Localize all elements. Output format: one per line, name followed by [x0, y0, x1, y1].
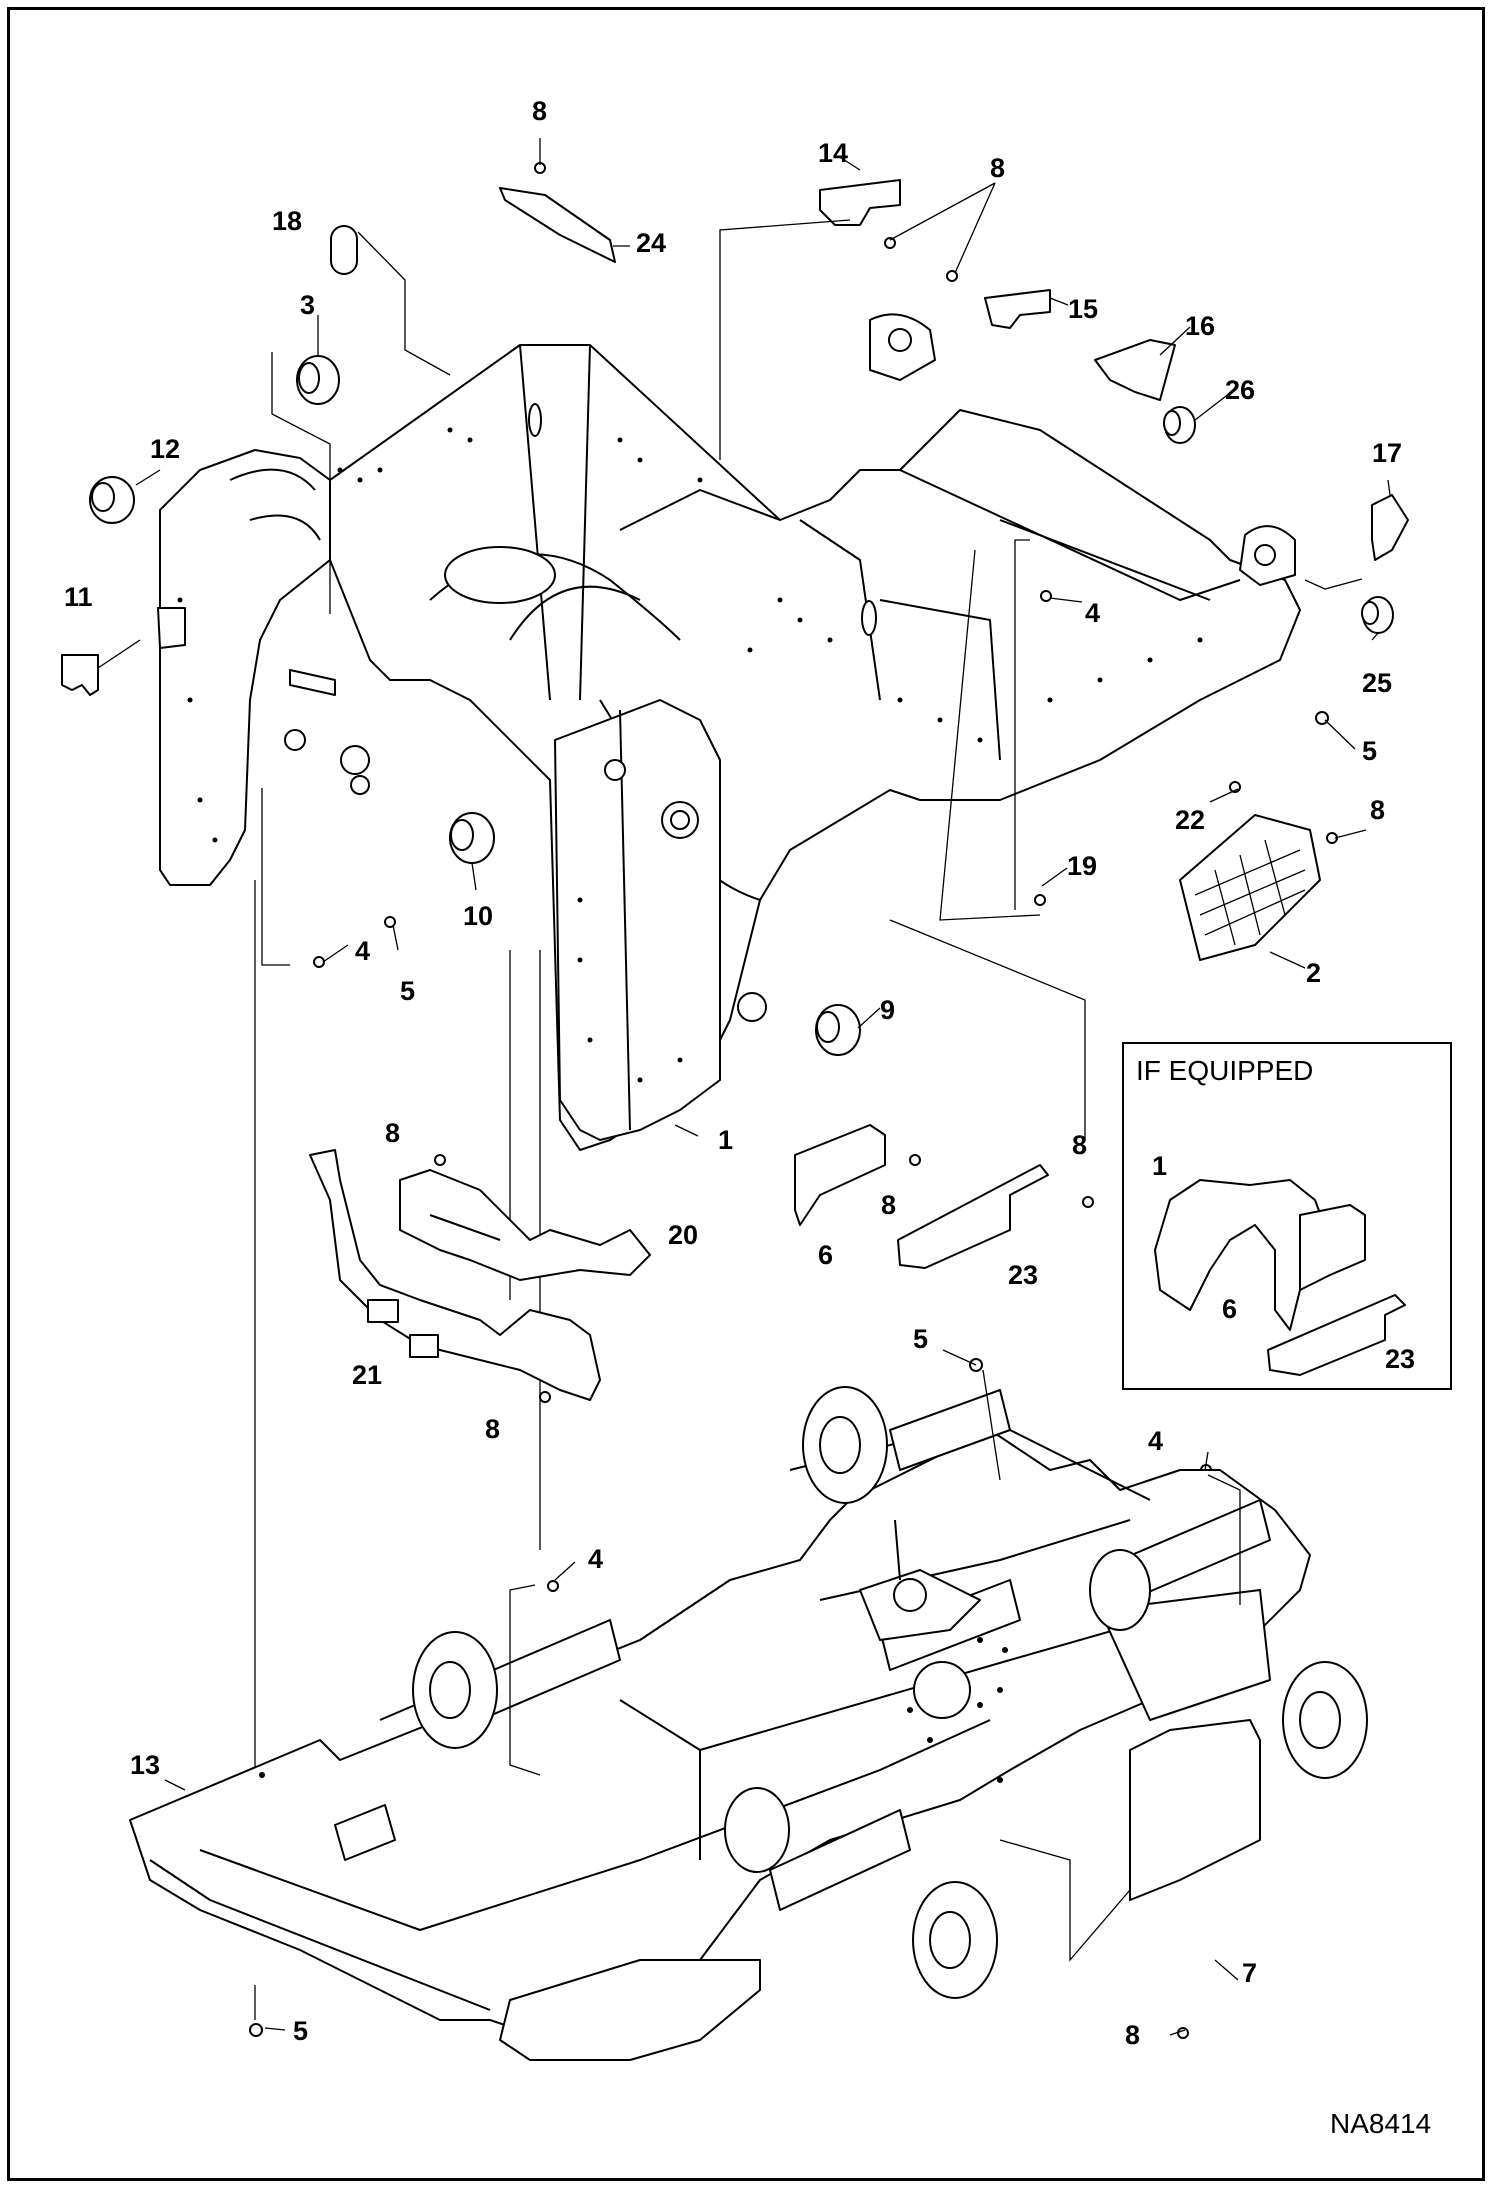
callout-16: 16	[1185, 311, 1216, 341]
callout-20: 20	[668, 1220, 699, 1250]
callout-8-harness: 8	[485, 1414, 501, 1444]
bracket-11	[61, 607, 186, 696]
callout-4-chassis-right: 4	[1148, 1426, 1164, 1456]
callout-9: 9	[880, 995, 896, 1025]
callout-12: 12	[150, 434, 181, 464]
grille-2	[1179, 814, 1321, 961]
callout-8-upper-right: 8	[990, 153, 1006, 183]
callout-8-bracket: 8	[385, 1118, 401, 1148]
inset-title: IF EQUIPPED	[1136, 1055, 1314, 1086]
callout-24: 24	[636, 228, 667, 258]
bushing-25	[1361, 596, 1394, 634]
callout-6: 6	[818, 1240, 834, 1270]
bushing-12	[89, 476, 135, 524]
harness-bracket-21	[309, 1149, 601, 1401]
callout-8-top: 8	[532, 96, 548, 126]
callout-15: 15	[1068, 294, 1099, 324]
callout-1: 1	[718, 1125, 734, 1155]
leader-lines	[97, 138, 1391, 1770]
page-border	[7, 7, 1485, 2181]
callout-4-left: 4	[355, 936, 371, 966]
cover-6	[794, 1124, 886, 1226]
inset-callout-23: 23	[1385, 1344, 1416, 1374]
callout-7: 7	[1242, 1958, 1258, 1988]
callout-2: 2	[1306, 958, 1322, 988]
lower-leader-lines	[164, 1349, 1241, 2036]
callout-17: 17	[1372, 438, 1403, 468]
callout-13: 13	[130, 1750, 161, 1780]
if-equipped-inset	[1122, 1042, 1452, 1390]
callout-25: 25	[1362, 668, 1393, 698]
bushing-9	[815, 1004, 861, 1056]
bracket-17	[1371, 494, 1409, 561]
callout-8-bottom: 8	[1125, 2020, 1141, 2050]
inset-callout-1: 1	[1152, 1151, 1168, 1181]
chassis-13	[129, 1386, 1368, 2061]
bushing-26	[1163, 406, 1196, 444]
decal-18	[330, 225, 358, 275]
callout-18: 18	[272, 206, 303, 236]
callout-21: 21	[352, 1360, 383, 1390]
callout-23: 23	[1008, 1260, 1039, 1290]
callout-10: 10	[463, 901, 494, 931]
shield-23	[897, 1164, 1049, 1269]
inset-parts	[1154, 1179, 1406, 1376]
bracket-15	[984, 289, 1051, 329]
callout-8-grille: 8	[1370, 795, 1386, 825]
callout-5-left: 5	[400, 976, 416, 1006]
callout-8-shield: 8	[1072, 1130, 1088, 1160]
callout-8-cover: 8	[881, 1190, 897, 1220]
bushing-10	[449, 812, 495, 864]
callout-14: 14	[818, 138, 849, 168]
callout-22: 22	[1175, 805, 1206, 835]
bracket-24	[499, 187, 616, 263]
bracket-14	[819, 179, 901, 226]
callout-5-right: 5	[1362, 736, 1378, 766]
main-frame	[159, 313, 1301, 1151]
drawing-number: NA8414	[1330, 2108, 1432, 2139]
bushing-3	[296, 355, 340, 405]
callout-3: 3	[300, 290, 316, 320]
hardware	[249, 162, 1338, 2039]
callout-26: 26	[1225, 375, 1256, 405]
callout-4-chassis-left: 4	[588, 1544, 604, 1574]
shield-16	[1094, 339, 1176, 401]
callout-5-bottom: 5	[293, 2016, 309, 2046]
callout-11: 11	[64, 582, 93, 612]
callout-19: 19	[1067, 851, 1098, 881]
callout-4-frame-center: 4	[1085, 598, 1101, 628]
callout-5-chassis: 5	[913, 1324, 929, 1354]
bracket-20	[399, 1169, 651, 1281]
inset-callout-6: 6	[1222, 1294, 1238, 1324]
